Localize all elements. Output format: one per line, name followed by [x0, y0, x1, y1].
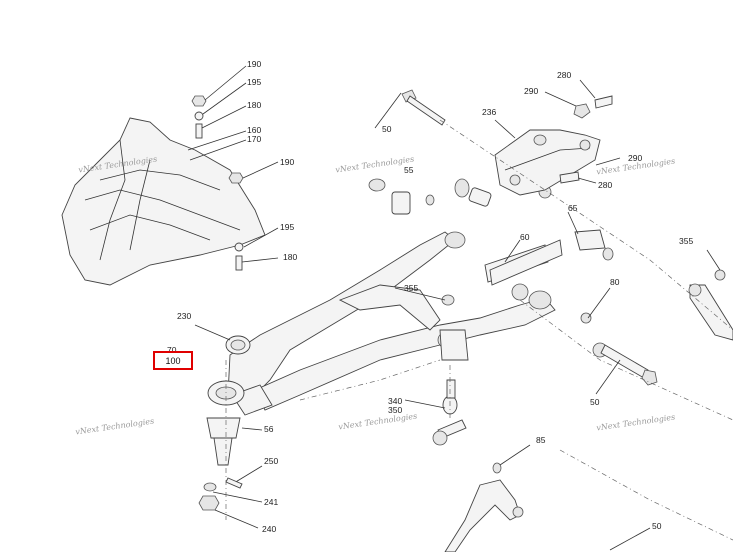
callout-label: 250 — [264, 456, 279, 466]
callout-label: 50 — [382, 124, 392, 134]
callout-label: 60 — [520, 232, 530, 242]
left-hardware — [191, 95, 244, 271]
callout-label: 280 — [598, 180, 613, 190]
a-arm — [227, 231, 556, 416]
bushings — [368, 178, 726, 358]
link-plates — [484, 211, 606, 286]
stabilizer-bar-lower — [444, 444, 531, 553]
callout-label: 190 — [280, 157, 295, 167]
callout-label: 236 — [482, 107, 497, 117]
callout-label: 56 — [264, 424, 274, 434]
callout-label: 180 — [283, 252, 298, 262]
callout-label: 340 — [388, 396, 403, 406]
callout-label: 195 — [280, 222, 295, 232]
misc-leaders — [394, 249, 721, 551]
callout-label: 190 — [247, 59, 262, 69]
callout-label: 65 — [568, 203, 578, 213]
tie-rod-right — [688, 283, 733, 341]
pivot-bolt-right — [595, 344, 658, 395]
callout-label: 355 — [679, 236, 694, 246]
callout-label: 350 — [388, 405, 403, 415]
bracket — [494, 119, 601, 196]
callout-label: 280 — [557, 70, 572, 80]
top-right-hardware — [544, 79, 621, 184]
callout-label: 195 — [247, 77, 262, 87]
callout-label: 230 — [177, 311, 192, 321]
callout-label: 85 — [536, 435, 546, 445]
pivot-bolt-top — [374, 89, 446, 129]
callout-label: 241 — [264, 497, 279, 507]
callout-label: 290 — [628, 153, 643, 163]
leader-lines-left — [187, 65, 279, 263]
callout-label: 50 — [590, 397, 600, 407]
callout-label: 50 — [652, 521, 662, 531]
callout-label: 170 — [247, 134, 262, 144]
callout-label: 355 — [404, 283, 419, 293]
highlighted-part-callout[interactable]: 100 — [153, 351, 193, 370]
callout-label: 240 — [262, 524, 277, 534]
center-lines — [225, 119, 733, 541]
callout-label: 55 — [404, 165, 414, 175]
callout-label: 180 — [247, 100, 262, 110]
highlighted-part-number: 100 — [165, 355, 181, 366]
callout-label: 290 — [524, 86, 539, 96]
splash-guard — [61, 117, 266, 286]
callout-label: 70 — [167, 345, 177, 355]
callout-label: 160 — [247, 125, 262, 135]
callout-label: 80 — [610, 277, 620, 287]
